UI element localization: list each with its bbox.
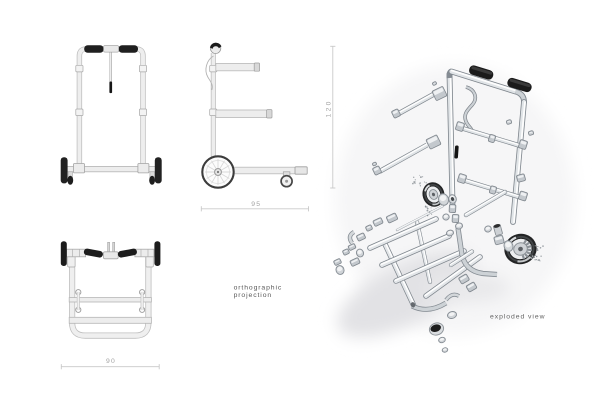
svg-text:orthographic: orthographic bbox=[234, 285, 283, 292]
svg-text:120: 120 bbox=[325, 99, 332, 117]
svg-text:projection: projection bbox=[234, 292, 272, 299]
svg-text:90: 90 bbox=[106, 358, 116, 365]
svg-text:95: 95 bbox=[251, 201, 261, 208]
svg-text:exploded view: exploded view bbox=[490, 313, 545, 320]
